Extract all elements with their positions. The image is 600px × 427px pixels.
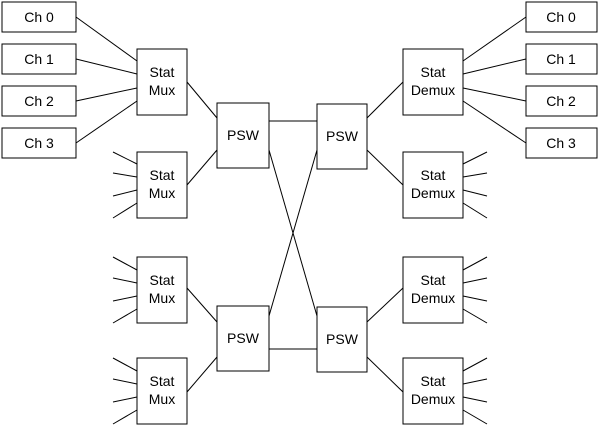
wire-demux0-ch0 [462,16,527,62]
wire-psw1-demux1 [366,149,404,186]
wire-psw3-demux2 [366,287,404,323]
stat-demux-0-line1: Stat [421,64,446,80]
psw-bottom-right: PSW [316,306,368,373]
wire-ch1-mux0 [75,58,138,75]
stat-mux-3-line2: Mux [149,391,175,407]
left-channel-0-label: Ch 0 [24,9,54,25]
wire-mux3-psw2 [186,356,218,393]
stat-mux-column: Stat Mux Stat Mux Stat Mux Stat Mux [136,48,188,425]
wire-mux2-psw2 [186,287,218,323]
wire-ch2-mux0 [75,87,138,102]
stat-mux-0-line1: Stat [150,64,175,80]
stat-mux-1-line1: Stat [150,167,175,183]
wires [75,16,527,425]
right-channel-1-label: Ch 1 [546,51,576,67]
stat-mux-3: Stat Mux [136,357,188,425]
stat-mux-2: Stat Mux [136,256,188,324]
stat-mux-1-line2: Mux [149,185,175,201]
psw-bottom-left-label: PSW [227,330,260,346]
wire-mux0-psw0 [186,81,218,119]
right-channel-2-label: Ch 2 [546,93,576,109]
mux2-input-stubs [112,256,138,324]
stat-demux-0: Stat Demux [402,48,464,116]
stat-demux-1: Stat Demux [402,151,464,219]
right-channel-1: Ch 1 [525,43,598,75]
wire-psw3-demux3 [366,356,404,393]
stat-mux-2-line2: Mux [149,290,175,306]
right-channel-3: Ch 3 [525,127,598,159]
right-channel-0: Ch 0 [525,1,598,33]
packet-switches: PSW PSW PSW PSW [216,102,368,373]
psw-bottom-right-label: PSW [326,331,359,347]
wire-demux0-ch1 [462,58,527,75]
stat-demux-2-line2: Demux [411,290,455,306]
right-channel-0-label: Ch 0 [546,9,576,25]
stat-demux-2-line1: Stat [421,272,446,288]
stat-mux-1: Stat Mux [136,151,188,219]
psw-top-right: PSW [316,103,368,170]
psw-top-left: PSW [216,102,270,169]
left-channel-column: Ch 0 Ch 1 Ch 2 Ch 3 [1,1,77,159]
mux3-input-stubs [112,357,138,425]
stat-demux-column: Stat Demux Stat Demux Stat Demux Stat De… [402,48,464,425]
stat-mux-3-line1: Stat [150,373,175,389]
wire-psw2-psw1 [268,149,318,317]
left-channel-0: Ch 0 [1,1,77,33]
left-channel-1-label: Ch 1 [24,51,54,67]
demux1-output-stubs [462,151,488,219]
stat-demux-1-line1: Stat [421,167,446,183]
wire-psw1-demux0 [366,81,404,119]
right-channel-column: Ch 0 Ch 1 Ch 2 Ch 3 [525,1,598,159]
mux1-input-stubs [112,151,138,219]
right-channel-3-label: Ch 3 [546,135,576,151]
stat-demux-0-line2: Demux [411,82,455,98]
stat-demux-3-line2: Demux [411,391,455,407]
left-channel-3-label: Ch 3 [24,135,54,151]
wire-demux0-ch3 [462,100,527,144]
right-channel-2: Ch 2 [525,85,598,117]
demux2-output-stubs [462,256,488,324]
stat-demux-3-line1: Stat [421,373,446,389]
left-channel-1: Ch 1 [1,43,77,75]
stat-mux-0-line2: Mux [149,82,175,98]
demux3-output-stubs [462,357,488,425]
stat-demux-2: Stat Demux [402,256,464,324]
left-channel-3: Ch 3 [1,127,77,159]
stat-demux-1-line2: Demux [411,185,455,201]
wire-demux0-ch2 [462,87,527,102]
psw-top-right-label: PSW [326,128,359,144]
psw-top-left-label: PSW [227,127,260,143]
wire-mux1-psw0 [186,149,218,186]
psw-bottom-left: PSW [216,305,270,372]
stat-mux-2-line1: Stat [150,272,175,288]
wire-ch3-mux0 [75,100,138,144]
left-channel-2: Ch 2 [1,85,77,117]
stat-mux-0: Stat Mux [136,48,188,116]
stat-demux-3: Stat Demux [402,357,464,425]
left-channel-2-label: Ch 2 [24,93,54,109]
wire-ch0-mux0 [75,16,138,62]
